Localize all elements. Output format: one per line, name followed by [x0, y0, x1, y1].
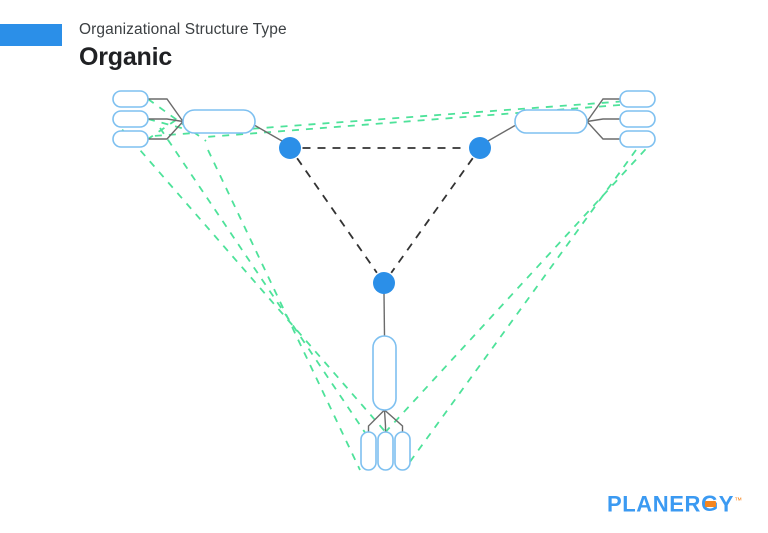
node-box-group: [112, 90, 656, 471]
cluster-bottom-leaf-box-1: [360, 431, 377, 471]
hub-left[interactable]: [279, 137, 301, 159]
cross-strand-right-to-bottom: [403, 149, 637, 471]
cluster-right-hub-stem: [487, 124, 516, 142]
hub-right[interactable]: [469, 137, 491, 159]
cross-strand-left-a: [147, 98, 207, 142]
cluster-right-parent-box: [514, 109, 588, 134]
core-link-group: [296, 147, 474, 274]
cluster-bottom-leaf-box-2: [377, 431, 394, 471]
title-accent-bar: [0, 24, 62, 46]
cluster-bottom-internal-link-1: [367, 409, 385, 432]
cluster-left-internal-link-2: [148, 118, 184, 123]
cross-strand-left-to-bottom-2: [207, 149, 361, 471]
cross-strand-left-to-bottom: [159, 127, 367, 435]
logo-trademark-icon: ™: [734, 496, 743, 505]
hub-node-group: [279, 137, 491, 294]
logo-text-part2: Y: [718, 491, 735, 517]
internal-link-group: [148, 98, 620, 432]
cluster-bottom-leaf-box-3: [394, 431, 411, 471]
slide-header: Organizational Structure Type Organic: [79, 20, 287, 72]
cluster-bottom-hub-stem: [383, 292, 386, 337]
slide-eyebrow: Organizational Structure Type: [79, 21, 287, 38]
cluster-right-leaf-box-1: [619, 90, 656, 108]
cluster-right-internal-link-2: [586, 118, 620, 123]
cluster-left-parent-box: [182, 109, 256, 134]
cluster-bottom-internal-link-3: [384, 409, 404, 432]
cluster-left-hub-stem: [254, 124, 283, 142]
page-title: Organic: [79, 43, 173, 71]
logo-letter-g: G: [701, 492, 719, 516]
cluster-bottom-parent-box: [372, 335, 397, 411]
cluster-left-leaf-box-1: [112, 90, 149, 108]
logo-text-part1: PLANER: [607, 491, 702, 517]
logo-g-accent: [705, 501, 717, 508]
cluster-right-leaf-box-3: [619, 130, 656, 148]
core-link-2: [296, 157, 378, 274]
core-link-3: [390, 157, 474, 274]
cluster-left-internal-link-3: [148, 121, 184, 140]
planergy-logo: PLANERGY™: [607, 489, 742, 516]
cluster-left-leaf-box-2: [112, 110, 149, 128]
hub-bottom[interactable]: [373, 272, 395, 294]
cluster-bottom-internal-link-2: [383, 409, 387, 432]
cross-link-3: [384, 138, 656, 433]
cluster-left-leaf-box-3: [112, 130, 149, 148]
cluster-right-internal-link-3: [586, 121, 620, 140]
cluster-right-internal-link-1: [586, 98, 620, 122]
cluster-left-internal-link-1: [148, 98, 184, 122]
cluster-right-leaf-box-2: [619, 110, 656, 128]
cross-link-2: [112, 118, 387, 433]
